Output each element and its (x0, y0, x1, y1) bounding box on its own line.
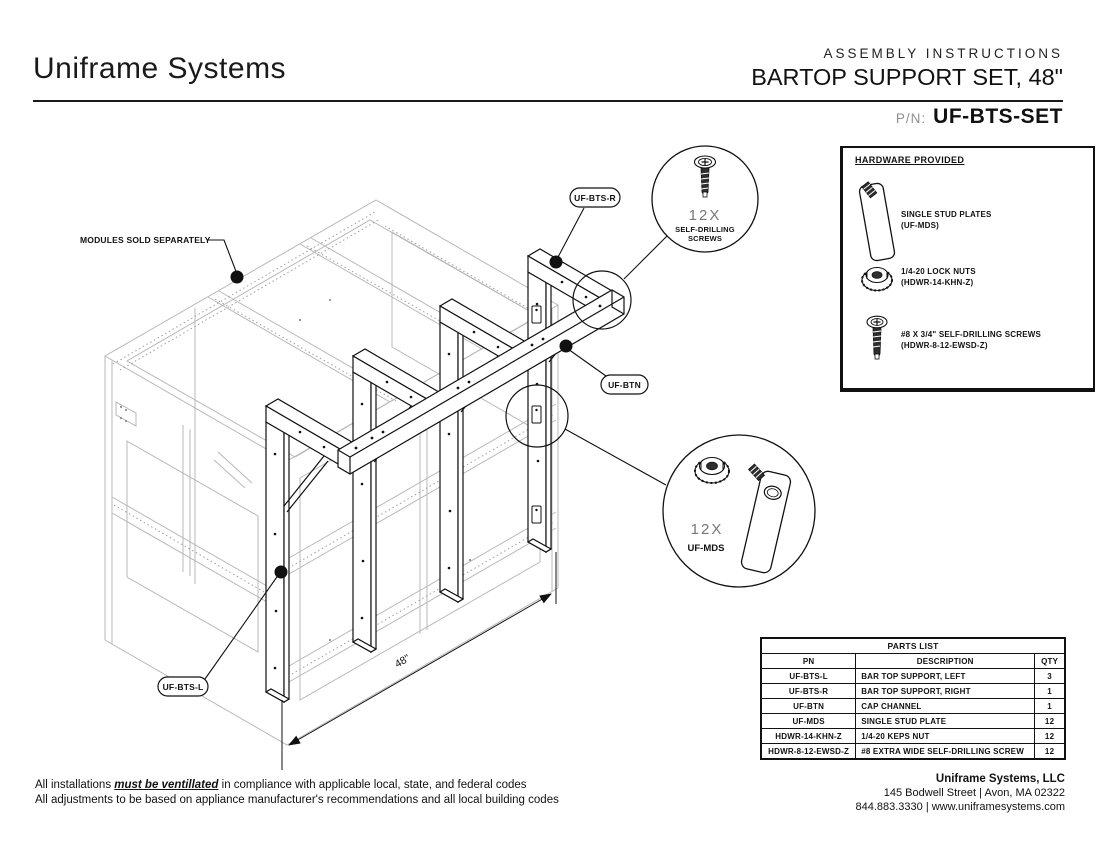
detail-circle-stud-plate (505, 384, 569, 448)
svg-text:UF-BTN: UF-BTN (608, 380, 641, 390)
stud-plate-icon (853, 174, 901, 266)
stud-plates-on-post (531, 305, 542, 524)
table-row: UF-BTS-R BAR TOP SUPPORT, RIGHT 1 (760, 683, 1066, 699)
cell-qty: 12 (1034, 713, 1066, 729)
svg-text:UF-MDS: UF-MDS (688, 543, 725, 554)
cell-pn: UF-BTN (760, 698, 857, 714)
svg-text:SCREWS: SCREWS (688, 234, 722, 243)
part-number-line: P/N: UF-BTS-SET (896, 105, 1063, 129)
dimension-48in (281, 552, 557, 770)
stud-plate-iso-icon (740, 463, 792, 574)
hardware-item-screw: #8 X 3/4" SELF-DRILLING SCREWS (HDWR-8-1… (853, 314, 1041, 366)
table-row: UF-BTN CAP CHANNEL 1 (760, 698, 1066, 714)
parts-list-header: PN DESCRIPTION QTY (760, 653, 1066, 669)
left-support-bracket (265, 398, 358, 703)
mid-support-bracket-2 (439, 298, 532, 603)
header-divider (33, 100, 1063, 102)
table-row: HDWR-8-12-EWSD-Z #8 EXTRA WIDE SELF-DRIL… (760, 743, 1066, 760)
hardware-provided-box: HARDWARE PROVIDED SINGLE STUD PLATES (UF… (840, 146, 1095, 392)
cell-desc: 1/4-20 KEPS NUT (855, 728, 1036, 744)
screw-icon (693, 155, 717, 198)
cabinet-holes (119, 298, 472, 642)
doc-type: ASSEMBLY INSTRUCTIONS (823, 46, 1063, 61)
hardware-item-stud-plate: SINGLE STUD PLATES (UF-MDS) (853, 174, 992, 266)
svg-text:SELF-DRILLING: SELF-DRILLING (675, 225, 735, 234)
callout-screws: 12X SELF-DRILLING SCREWS (651, 145, 759, 253)
header-title-block: ASSEMBLY INSTRUCTIONS BARTOP SUPPORT SET… (751, 46, 1063, 91)
mid-support-bracket-1 (352, 348, 445, 653)
cell-qty: 12 (1034, 728, 1066, 744)
cell-desc: SINGLE STUD PLATE (855, 713, 1036, 729)
col-qty: QTY (1034, 653, 1066, 669)
cell-desc: #8 EXTRA WIDE SELF-DRILLING SCREW (855, 743, 1036, 760)
company-contact: 844.883.3330 | www.uniframesystems.com (855, 801, 1065, 813)
cell-pn: UF-BTS-R (760, 683, 857, 699)
svg-text:UF-BTS-R: UF-BTS-R (574, 193, 616, 203)
cell-qty: 3 (1034, 668, 1066, 684)
cell-pn: HDWR-8-12-EWSD-Z (760, 743, 857, 760)
cell-desc: BAR TOP SUPPORT, RIGHT (855, 683, 1036, 699)
cell-desc: CAP CHANNEL (855, 698, 1036, 714)
note-line-2: All adjustments to be based on appliance… (35, 794, 559, 806)
cap-channel-rail (337, 289, 625, 475)
modules-annotation: MODULES SOLD SEPARATELY (80, 235, 211, 245)
pn-value: UF-BTS-SET (933, 105, 1063, 128)
svg-text:12X: 12X (691, 521, 724, 538)
hardware-box-title: HARDWARE PROVIDED (855, 155, 965, 165)
svg-text:UF-BTS-L: UF-BTS-L (163, 682, 204, 692)
col-desc: DESCRIPTION (855, 653, 1036, 669)
svg-text:12X: 12X (689, 207, 722, 224)
company-name: Uniframe Systems, LLC (935, 773, 1065, 785)
rail-screw-holes (354, 304, 602, 450)
hardware-item-pn: (HDWR-8-12-EWSD-Z) (901, 341, 988, 350)
detail-circle-rail-end (572, 270, 632, 330)
cell-desc: BAR TOP SUPPORT, LEFT (855, 668, 1036, 684)
callout-stud-plates: 12X UF-MDS (662, 434, 816, 588)
cabinet-module-frame (103, 199, 560, 746)
hardware-item-lock-nut: 1/4-20 LOCK NUTS (HDWR-14-KHN-Z) (853, 260, 976, 294)
label-uf-bts-l: UF-BTS-L (157, 676, 209, 697)
company-contact-block: Uniframe Systems, LLC 145 Bodwell Street… (855, 772, 1065, 814)
hardware-item-pn: (HDWR-14-KHN-Z) (901, 278, 974, 287)
cell-pn: UF-BTS-L (760, 668, 857, 684)
parts-list-table: PARTS LIST PN DESCRIPTION QTY UF-BTS-L B… (760, 637, 1066, 760)
cell-pn: HDWR-14-KHN-Z (760, 728, 857, 744)
company-address: 145 Bodwell Street | Avon, MA 02322 (883, 787, 1065, 799)
label-uf-btn: UF-BTN (600, 374, 649, 395)
col-pn: PN (760, 653, 857, 669)
note-text: in compliance with applicable local, sta… (218, 779, 527, 791)
dimension-label: 48" (393, 652, 413, 670)
cell-pn: UF-MDS (760, 713, 857, 729)
parts-list-title: PARTS LIST (760, 637, 1066, 654)
note-emphasis: must be ventillated (114, 779, 219, 791)
note-text: All installations (35, 779, 115, 791)
page-title: BARTOP SUPPORT SET, 48" (751, 64, 1063, 90)
keps-nut-icon (694, 456, 730, 484)
screw-icon (853, 314, 901, 366)
callout-dots (230, 255, 573, 579)
table-row: UF-BTS-L BAR TOP SUPPORT, LEFT 3 (760, 668, 1066, 684)
hardware-item-name: SINGLE STUD PLATES (901, 210, 992, 219)
cell-qty: 1 (1034, 683, 1066, 699)
pn-label: P/N: (895, 111, 927, 126)
compliance-notes: All installations must be ventillated in… (35, 778, 559, 808)
label-uf-bts-r: UF-BTS-R (569, 187, 621, 208)
hardware-item-name: 1/4-20 LOCK NUTS (901, 267, 976, 276)
table-row: UF-MDS SINGLE STUD PLATE 12 (760, 713, 1066, 729)
company-logo: Uniframe Systems (33, 52, 287, 85)
hardware-item-name: #8 X 3/4" SELF-DRILLING SCREWS (901, 330, 1042, 339)
hardware-item-pn: (UF-MDS) (901, 221, 940, 230)
leader-lines (204, 207, 668, 680)
note-line-1: All installations must be ventillated in… (35, 778, 559, 793)
table-row: HDWR-14-KHN-Z 1/4-20 KEPS NUT 12 (760, 728, 1066, 744)
keps-nut-icon (853, 260, 901, 294)
cell-qty: 1 (1034, 698, 1066, 714)
cell-qty: 12 (1034, 743, 1066, 760)
